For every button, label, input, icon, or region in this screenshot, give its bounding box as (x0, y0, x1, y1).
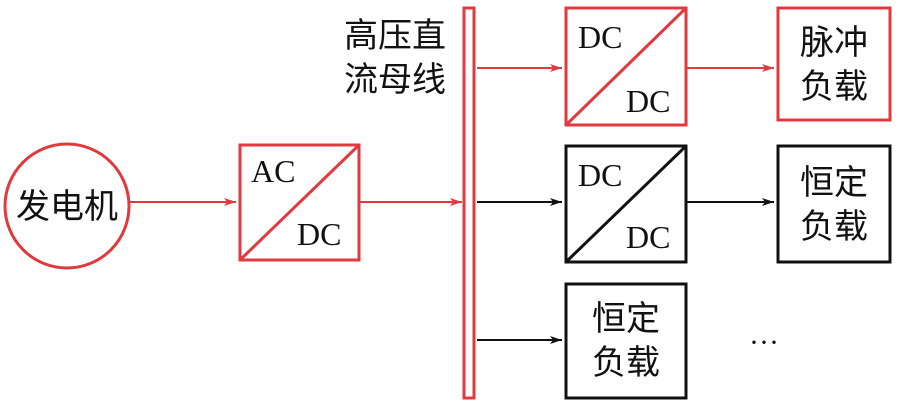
constant-load-2: 恒定 负载 (564, 282, 688, 400)
dcdc-converter-constant-box (564, 144, 688, 264)
dcdc-converter-pulse-box (564, 6, 688, 127)
pulse-load-label-line1: 脉冲 (800, 23, 868, 63)
pulse-load-label-line2: 负载 (800, 67, 868, 107)
constant-load-1-label-line2: 负载 (800, 207, 868, 247)
dcdc-converter-pulse-bottom-label: DC (626, 83, 670, 119)
dcdc-converter-constant-top-label: DC (578, 157, 622, 193)
dcdc-converter-pulse: DC DC (564, 6, 688, 127)
generator: 发电机 (3, 142, 131, 270)
hvdc-bus: 高压直 流母线 (344, 6, 476, 400)
acdc-converter-bottom-label: DC (297, 216, 341, 252)
pulse-load-box (776, 6, 892, 122)
generator-label: 发电机 (16, 187, 118, 227)
hvdc-bus-label-line2: 流母线 (344, 60, 446, 100)
dcdc-converter-constant: DC DC (564, 144, 688, 264)
hvdc-bus-bar (462, 6, 476, 400)
acdc-converter: AC DC (238, 143, 361, 262)
constant-load-1: 恒定 负载 (776, 144, 892, 264)
constant-load-2-label-line1: 恒定 (592, 299, 660, 339)
pulse-load: 脉冲 负载 (776, 6, 892, 122)
dcdc-converter-pulse-top-label: DC (578, 19, 622, 55)
dcdc-converter-pulse-diagonal (564, 6, 688, 127)
dcdc-converter-constant-bottom-label: DC (626, 219, 670, 255)
constant-load-2-box (564, 282, 688, 400)
acdc-converter-top-label: AC (251, 153, 295, 189)
dcdc-converter-constant-diagonal (564, 144, 688, 264)
constant-load-1-label-line1: 恒定 (800, 163, 868, 203)
constant-load-1-box (776, 144, 892, 264)
acdc-converter-diagonal (238, 143, 361, 262)
hvdc-bus-label-line1: 高压直 (344, 16, 446, 56)
generator-circle (3, 142, 131, 270)
continuation-ellipsis: ··· (749, 326, 779, 359)
constant-load-2-label-line2: 负载 (592, 343, 660, 383)
